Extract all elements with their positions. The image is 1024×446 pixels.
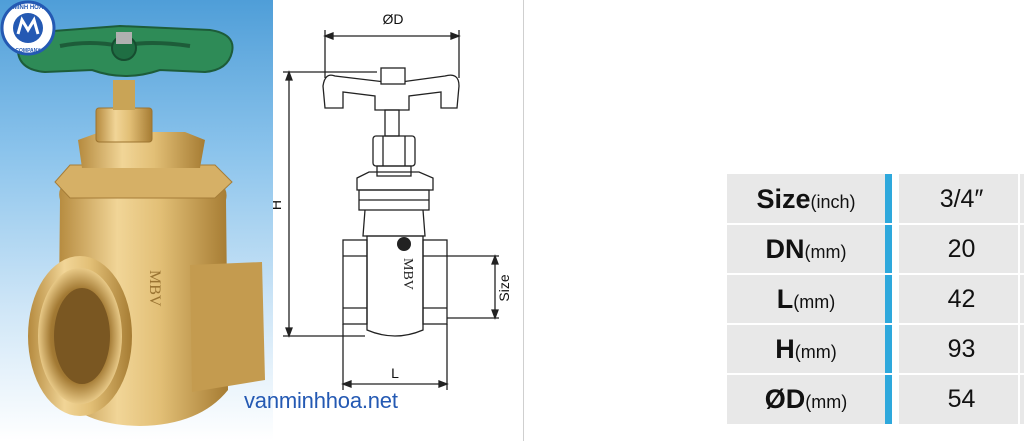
- spec-value: 54: [947, 384, 976, 413]
- valve-dimension-diagram: ØD H L Size MBV: [268, 11, 512, 390]
- drawing-body-marking: MBV: [397, 237, 415, 290]
- technical-drawing: ØD H L Size MBV: [268, 0, 523, 441]
- spec-row-dn: DN(mm) 20: [727, 224, 1024, 274]
- spec-label: L: [776, 283, 794, 314]
- spec-label: Size: [756, 183, 811, 214]
- spec-unit: (inch): [810, 191, 856, 212]
- spec-value: 93: [947, 334, 976, 363]
- spec-row-length: L(mm) 42: [727, 274, 1024, 324]
- spec-label: H: [775, 333, 795, 364]
- spec-unit: (mm): [794, 341, 837, 362]
- dimension-label-size: Size: [496, 274, 512, 301]
- spec-value: 3/4″: [939, 184, 984, 213]
- spec-table: Size(inch) 3/4″ DN(mm) 20 L(mm) 42 H(mm)…: [727, 174, 1024, 424]
- spec-row-height: H(mm) 93: [727, 324, 1024, 374]
- table-accent-bar: [885, 174, 892, 424]
- dimension-label-length: L: [391, 365, 399, 381]
- svg-text:COMPANY: COMPANY: [15, 48, 41, 54]
- spec-unit: (mm): [805, 391, 848, 412]
- company-logo: MINH HOA COMPANY: [0, 0, 56, 56]
- spec-unit: (mm): [793, 291, 836, 312]
- spec-value: 42: [947, 284, 976, 313]
- valve-body-marking: MBV: [146, 270, 163, 307]
- panel-divider: [523, 0, 524, 441]
- spec-label: ØD: [764, 383, 806, 414]
- spec-row-size: Size(inch) 3/4″: [727, 174, 1024, 224]
- spec-label: DN: [765, 233, 805, 264]
- gate-valve-image: MBV: [15, 24, 265, 426]
- svg-text:MBV: MBV: [400, 258, 415, 290]
- spec-value: 20: [947, 234, 976, 263]
- svg-text:MINH HOA: MINH HOA: [13, 5, 44, 11]
- dimension-label-diameter: ØD: [383, 11, 404, 27]
- spec-unit: (mm): [804, 241, 847, 262]
- dimension-label-height: H: [273, 200, 284, 210]
- website-link[interactable]: vanminhhoa.net: [244, 388, 398, 413]
- product-photo: MBV MINH HOA COMPANY: [0, 0, 273, 441]
- spec-row-diameter: ØD(mm) 54: [727, 374, 1024, 424]
